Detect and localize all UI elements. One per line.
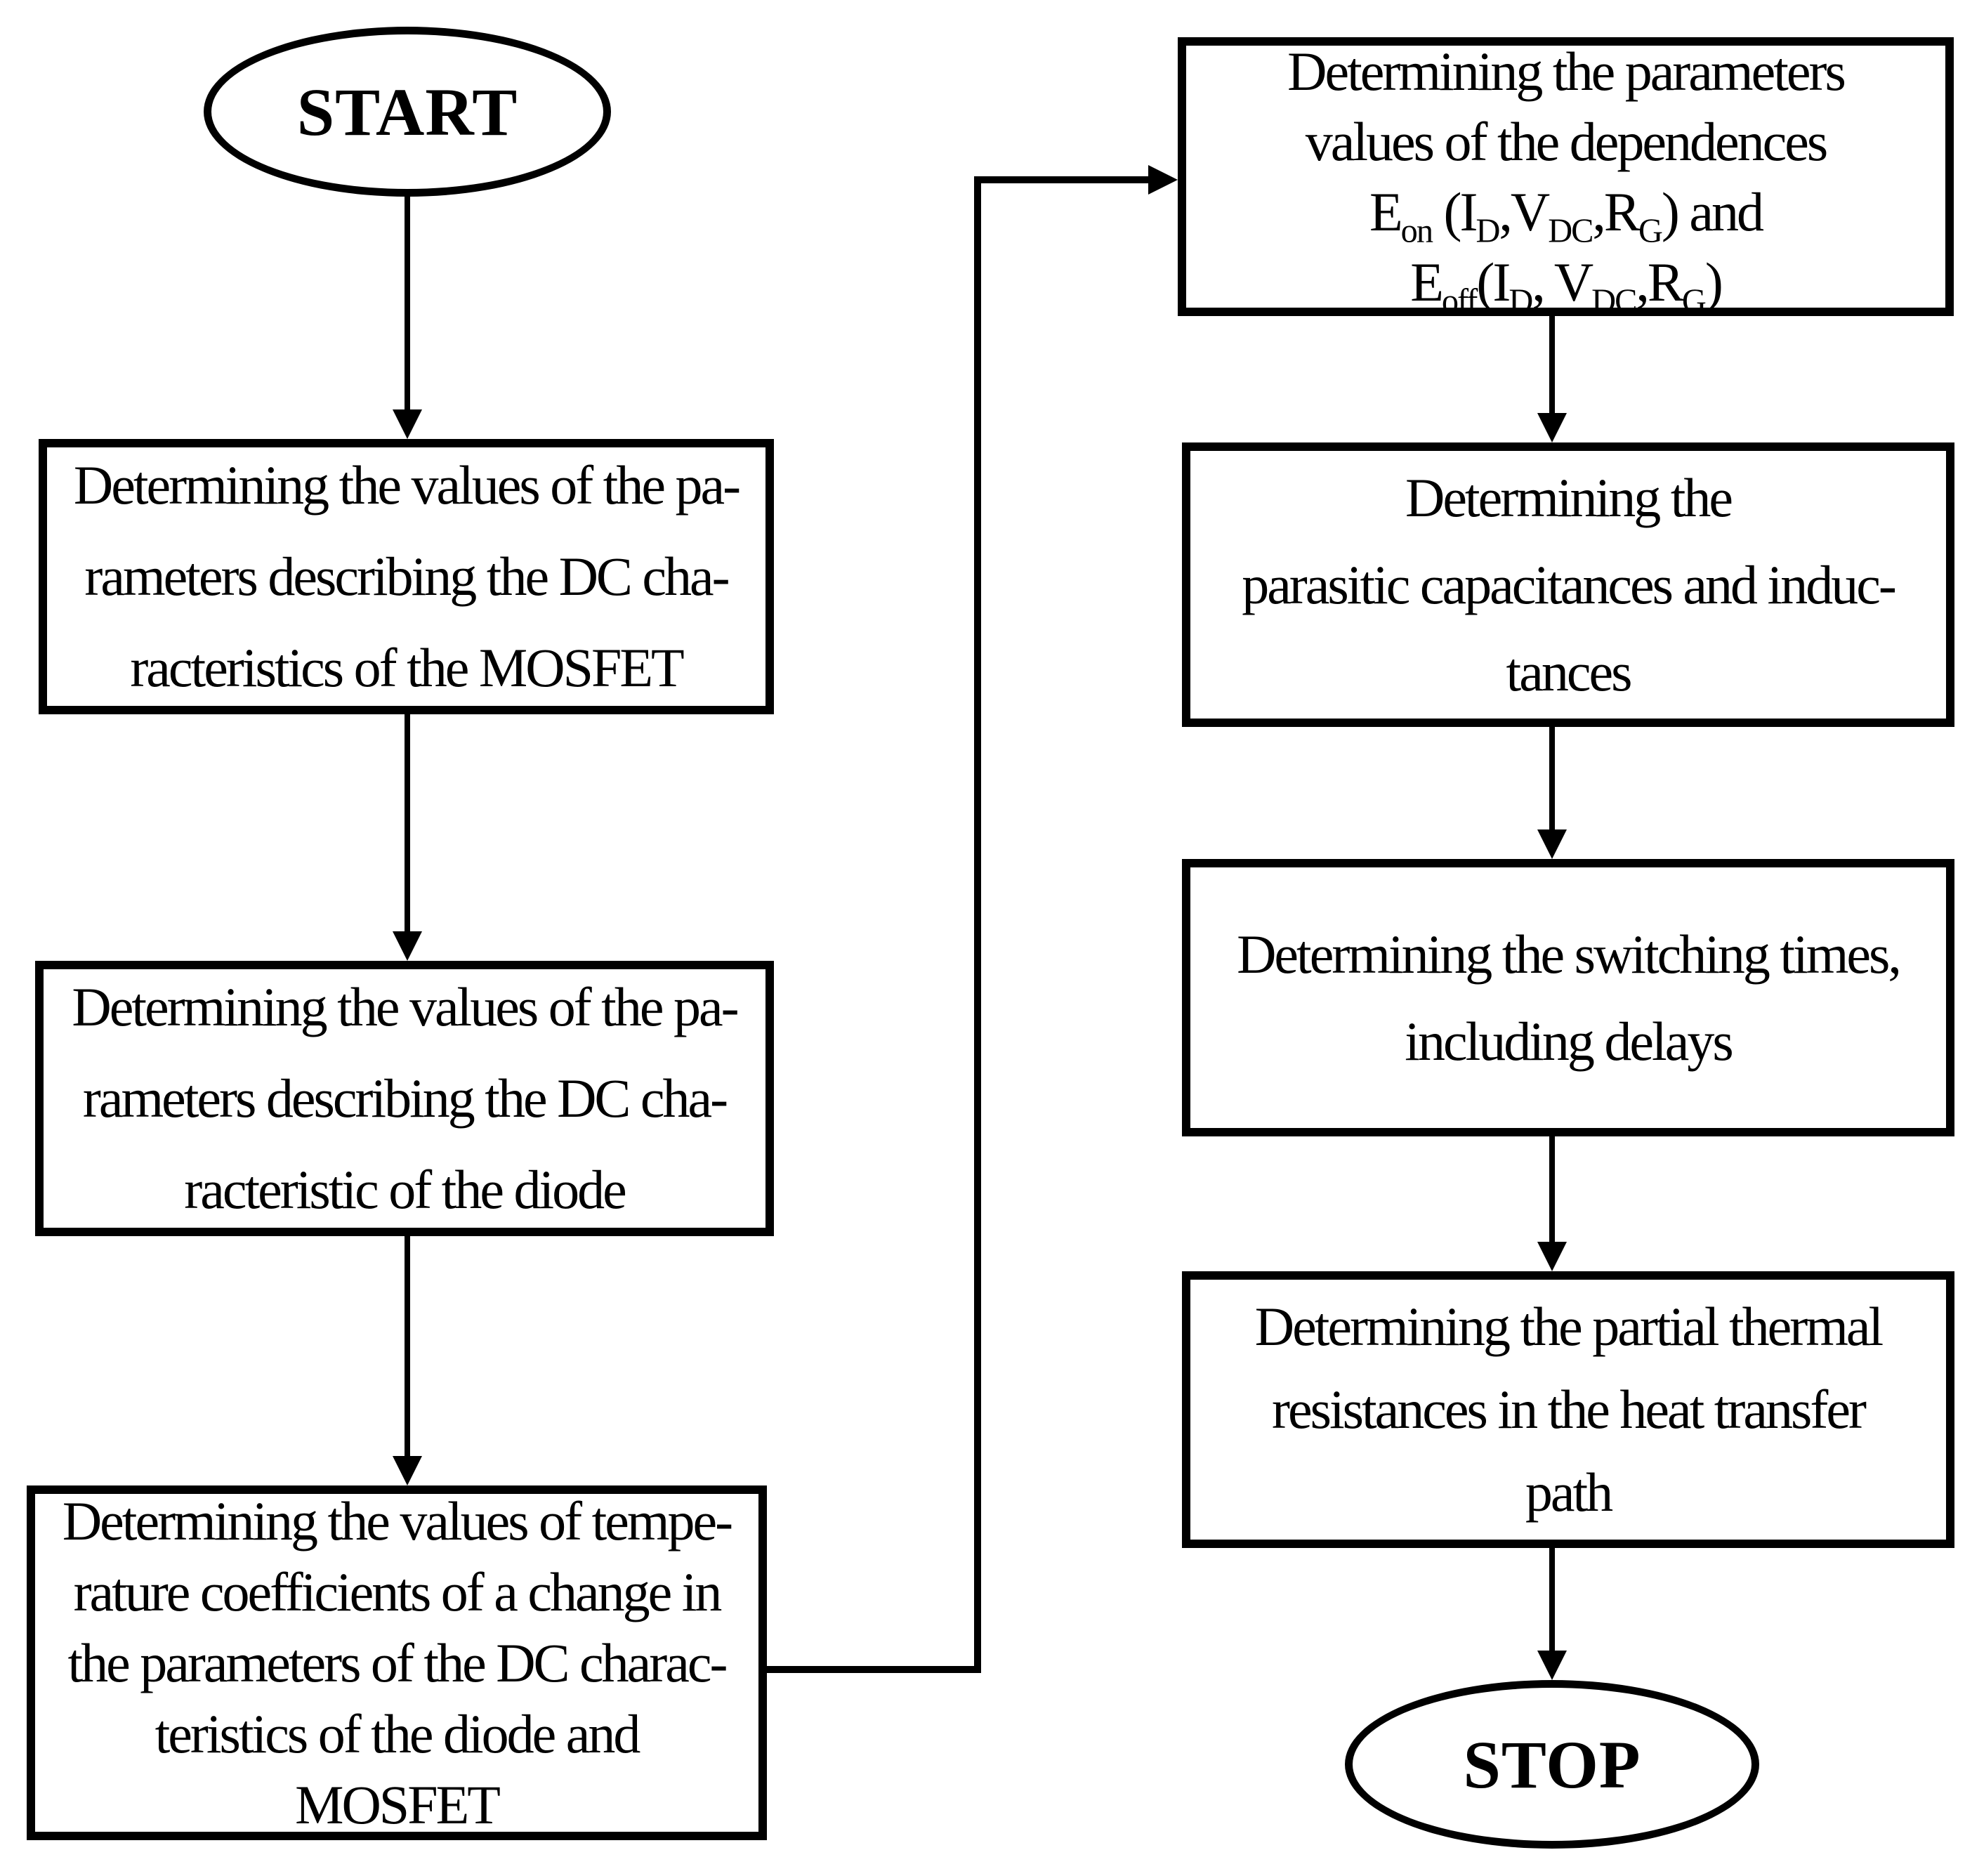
process-box-switching-times: Determining the switching times, includin… xyxy=(1182,859,1954,1136)
process-box-thermal-resistances: Determining the partial thermal resistanc… xyxy=(1182,1271,1954,1548)
arrow-diode-to-tempcoeff-head xyxy=(393,1456,422,1485)
process-box-text: Determining the parameters values of the … xyxy=(1186,37,1945,320)
process-box-switching-energy-dependences: Determining the parameters values of the … xyxy=(1178,37,1954,320)
text-line: Determining the values of tempe- xyxy=(62,1490,733,1552)
text-line: Determining the values of the pa- xyxy=(73,454,741,516)
text-line: rameters describing the DC cha- xyxy=(84,546,730,607)
process-box-text: Determining the switching times, includin… xyxy=(1190,911,1946,1085)
text-line: Determining the switching times, xyxy=(1237,923,1902,985)
arrow-mosfet-to-diode-head xyxy=(393,931,422,961)
text-line: rature coefficients of a change in xyxy=(73,1561,723,1622)
text-line: MOSFET xyxy=(295,1774,501,1835)
connector-tempcoeff-to-dependences-line xyxy=(765,176,1152,1673)
start-terminator: START xyxy=(204,27,611,197)
start-label: START xyxy=(296,74,518,150)
text-line: Determining the values of the pa- xyxy=(72,976,739,1037)
text-line: resistances in the heat transfer xyxy=(1272,1379,1867,1440)
process-box-text: Determining the values of the pa-rameter… xyxy=(47,440,765,714)
process-box-text: Determining the partial thermal resistanc… xyxy=(1190,1285,1946,1534)
text-line: Determining the parameters xyxy=(1287,40,1846,102)
text-line: parasitic capacitances and induc- xyxy=(1242,553,1897,615)
process-box-temperature-coefficients: Determining the values of tempe-rature c… xyxy=(27,1485,767,1840)
text-line: the parameters of the DC charac- xyxy=(67,1632,728,1693)
process-box-parasitic-elements: Determining the parasitic capacitances an… xyxy=(1182,442,1954,727)
stop-label: STOP xyxy=(1463,1726,1641,1802)
text-line: rameters describing the DC cha- xyxy=(82,1068,728,1129)
arrow-switching-to-thermal-head xyxy=(1537,1242,1567,1271)
text-line: including delays xyxy=(1405,1010,1733,1072)
process-box-text: Determining the parasitic capacitances an… xyxy=(1190,454,1946,716)
arrow-start-to-mosfet-head xyxy=(393,409,422,439)
arrow-dependences-to-parasitic-head xyxy=(1537,413,1567,442)
text-line: racteristics of the MOSFET xyxy=(130,637,684,698)
process-box-text: Determining the values of tempe-rature c… xyxy=(35,1485,758,1840)
text-line: path xyxy=(1525,1462,1613,1523)
text-line: racteristic of the diode xyxy=(184,1159,627,1220)
arrow-parasitic-to-switching-head xyxy=(1537,829,1567,859)
text-line: values of the dependences xyxy=(1305,110,1829,172)
process-box-diode-dc-parameters: Determining the values of the pa-rameter… xyxy=(35,961,774,1236)
text-line: Eon (ID,VDC,RG) and xyxy=(1369,181,1764,250)
connector-tempcoeff-to-dependences-head xyxy=(1148,165,1178,195)
text-line: Determining the partial thermal xyxy=(1254,1296,1884,1357)
text-line: Determining the xyxy=(1405,466,1733,528)
arrow-thermal-to-stop-head xyxy=(1537,1651,1567,1680)
stop-terminator: STOP xyxy=(1345,1680,1759,1849)
text-line: Eoff(ID, VDC,RG) xyxy=(1410,251,1723,320)
process-box-text: Determining the values of the pa-rameter… xyxy=(44,962,765,1235)
process-box-mosfet-dc-parameters: Determining the values of the pa-rameter… xyxy=(39,439,774,714)
text-line: teristics of the diode and xyxy=(155,1703,641,1764)
text-line: tances xyxy=(1506,641,1633,702)
